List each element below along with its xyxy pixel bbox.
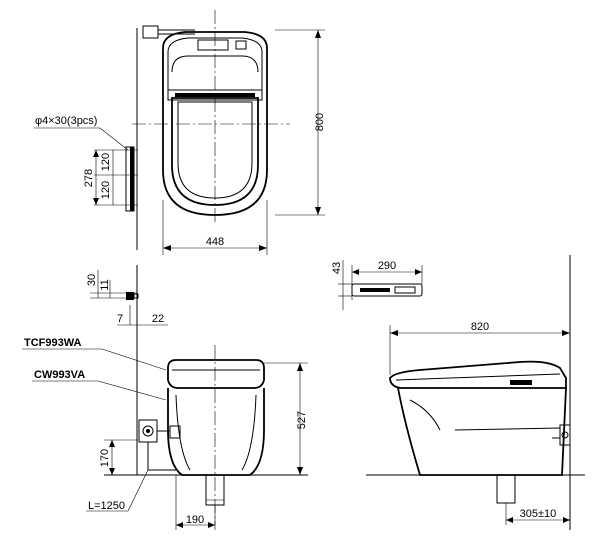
bowl-front [167,388,265,476]
lid-side [389,360,567,389]
lid-front [167,359,265,389]
cable-length-label: L=1250 [88,500,125,512]
dim-30: 30 [86,274,98,286]
seat-model-label: TCF993WA [24,337,82,349]
dim-448: 448 [206,236,224,248]
top-view: 800 448 278 120 120 φ4×30(3pcs) [34,10,326,255]
bowl-model-label: CW993VA [34,369,85,381]
dim-43: 43 [331,262,343,274]
side-view: 820 305±10 [366,255,585,530]
toilet-outline-top [162,31,268,216]
dim-11: 11 [99,279,111,290]
dim-120-bottom: 120 [100,181,112,199]
dim-305: 305±10 [520,508,557,520]
dim-800: 800 [314,113,326,131]
bowl-side [397,387,567,476]
screw-spec-label: φ4×30(3pcs) [35,115,97,127]
front-view: 527 170 190 L=1250 TCF993WA CW993VA [22,337,308,530]
dim-120-top: 120 [100,153,112,171]
dim-527: 527 [296,411,308,429]
dim-278: 278 [83,169,95,187]
remote-control-detail: 290 43 [331,260,423,310]
dim-7: 7 [117,313,123,325]
dim-22: 22 [152,313,164,325]
supply-valve [142,25,159,39]
drain-pipe-side [496,474,516,504]
seat-top [171,97,259,206]
dim-190: 190 [186,514,204,526]
dim-290: 290 [378,260,396,272]
hinge-bar [167,89,263,101]
bracket-side-detail: 30 11 7 22 [86,265,168,475]
dim-170: 170 [99,449,111,467]
dim-820: 820 [471,321,489,333]
